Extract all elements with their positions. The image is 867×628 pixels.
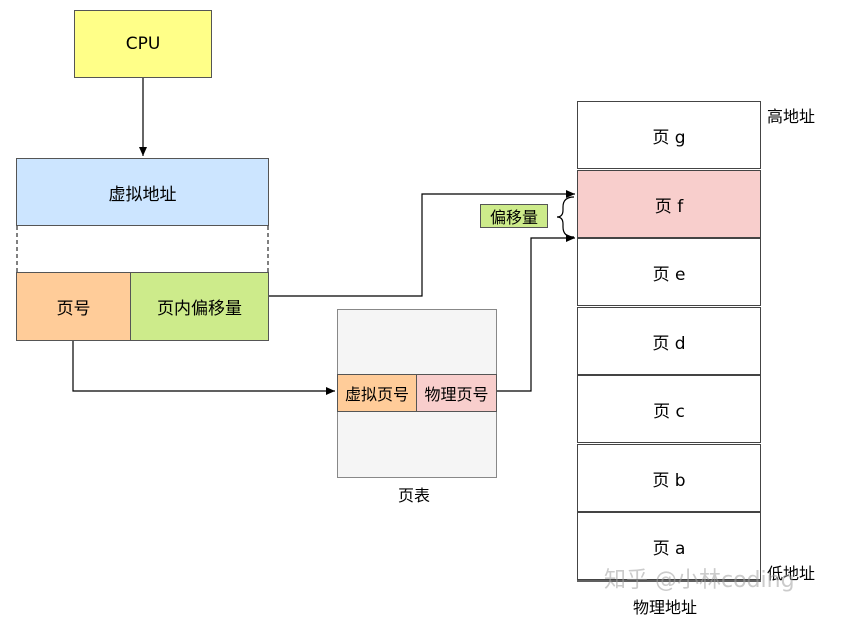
physical-page-d: 页 d	[577, 307, 761, 375]
page-number-to-table-arrow	[72, 341, 335, 395]
physical-page-f: 页 f	[577, 170, 761, 238]
high-address-label: 高地址	[767, 107, 816, 126]
offset-tag-label: 偏移量	[489, 208, 538, 227]
physical-page-b: 页 b	[577, 444, 761, 512]
physical-page-e: 页 e	[577, 238, 761, 306]
page-number-label: 页号	[56, 299, 91, 319]
physical-page-g-label: 页 g	[652, 127, 686, 148]
physical-page-g: 页 g	[577, 101, 761, 169]
offset-tag: 偏移量	[480, 204, 548, 228]
watermark-text: 知乎 @小林coding	[604, 568, 795, 593]
physical-page-number-label: 物理页号	[424, 385, 489, 404]
cpu-label: CPU	[125, 34, 161, 54]
physical-page-number-cell: 物理页号	[416, 374, 497, 412]
virtual-page-number-cell: 虚拟页号	[337, 374, 417, 412]
physical-page-b-label: 页 b	[652, 470, 686, 491]
cpu-box: CPU	[74, 10, 212, 78]
virtual-address-box: 虚拟地址	[16, 158, 269, 226]
page-offset-box: 页内偏移量	[130, 272, 269, 341]
physical-address-title: 物理地址	[633, 598, 698, 617]
offset-brace	[556, 196, 575, 238]
physical-page-a-label: 页 a	[652, 538, 686, 559]
physical-page-f-label: 页 f	[654, 196, 684, 217]
page-number-box: 页号	[16, 272, 131, 341]
virtual-page-number-label: 虚拟页号	[344, 385, 409, 404]
physical-page-d-label: 页 d	[652, 333, 686, 354]
offset-to-page-arrow	[269, 190, 575, 297]
physical-page-c-label: 页 c	[653, 401, 685, 422]
physical-page-a: 页 a	[577, 512, 761, 580]
physical-page-c: 页 c	[577, 375, 761, 443]
physical-page-e-label: 页 e	[652, 264, 686, 285]
low-address-label: 低地址	[767, 564, 816, 583]
page-offset-label: 页内偏移量	[157, 299, 242, 319]
virtual-address-label: 虚拟地址	[108, 184, 177, 205]
frame-to-page-arrow	[497, 234, 575, 392]
page-table-title: 页表	[398, 486, 431, 505]
